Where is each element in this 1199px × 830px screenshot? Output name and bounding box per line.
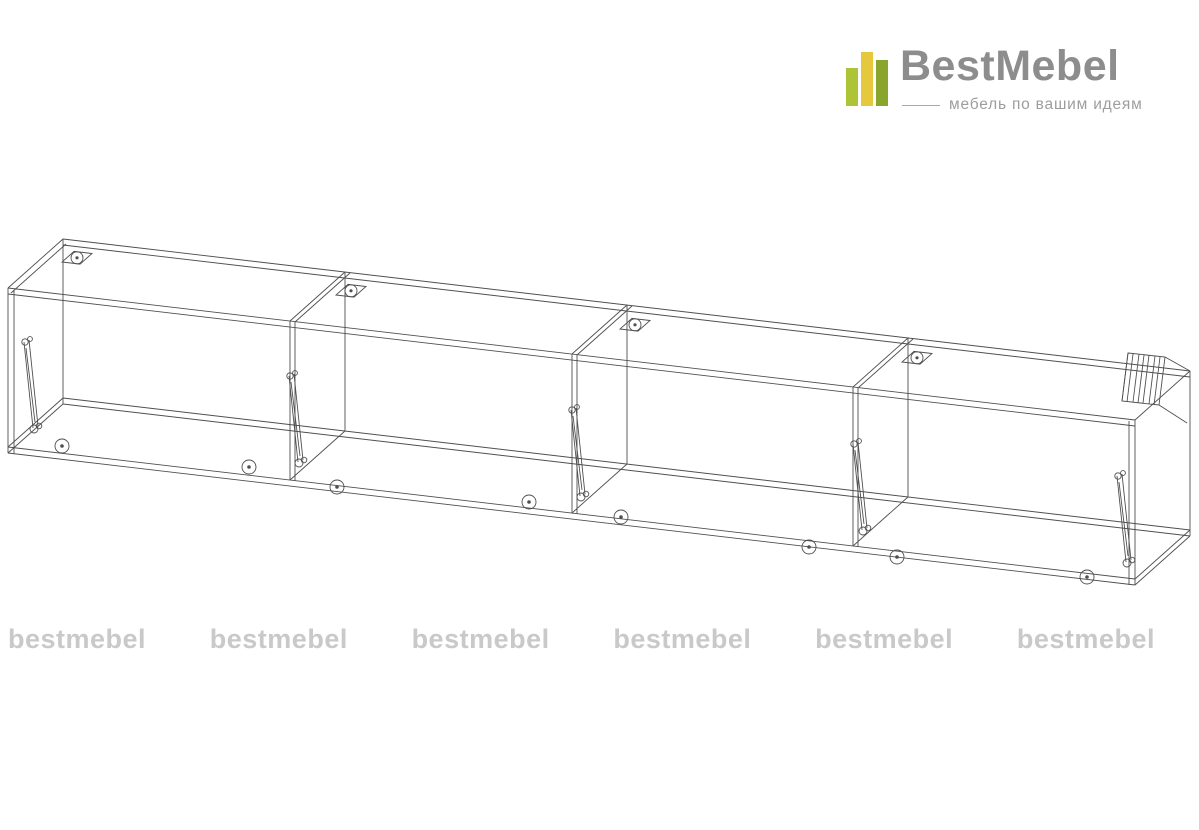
watermark-text: bestmebel	[8, 624, 147, 654]
gas-lift-struts	[21, 336, 1136, 568]
watermark-row: bestmebel bestmebel bestmebel bestmebel …	[0, 624, 1199, 655]
logo-text-column: BestMebel мебель по вашим идеям	[900, 42, 1143, 114]
hinge-plate-icons	[61, 250, 933, 365]
bestmebel-logo: BestMebel мебель по вашим идеям	[846, 42, 1143, 114]
watermark-text: bestmebel	[613, 624, 752, 654]
cabinet-frame	[7, 238, 1191, 586]
watermark-text: bestmebel	[209, 624, 348, 654]
bestmebel-logo-icon	[846, 52, 888, 106]
brand-tagline-row: мебель по вашим идеям	[902, 96, 1143, 114]
watermark-text: bestmebel	[411, 624, 550, 654]
tagline-divider-line	[902, 104, 940, 106]
brand-name: BestMebel	[900, 42, 1143, 90]
brand-name-mebel: Mebel	[995, 42, 1120, 90]
watermark-text: bestmebel	[1016, 624, 1155, 654]
hinge-detail-hatch	[1121, 352, 1191, 424]
brand-tagline: мебель по вашим идеям	[949, 96, 1143, 114]
watermark-text: bestmebel	[815, 624, 954, 654]
brand-name-best: Best	[900, 42, 996, 90]
divider-panels	[289, 271, 914, 547]
